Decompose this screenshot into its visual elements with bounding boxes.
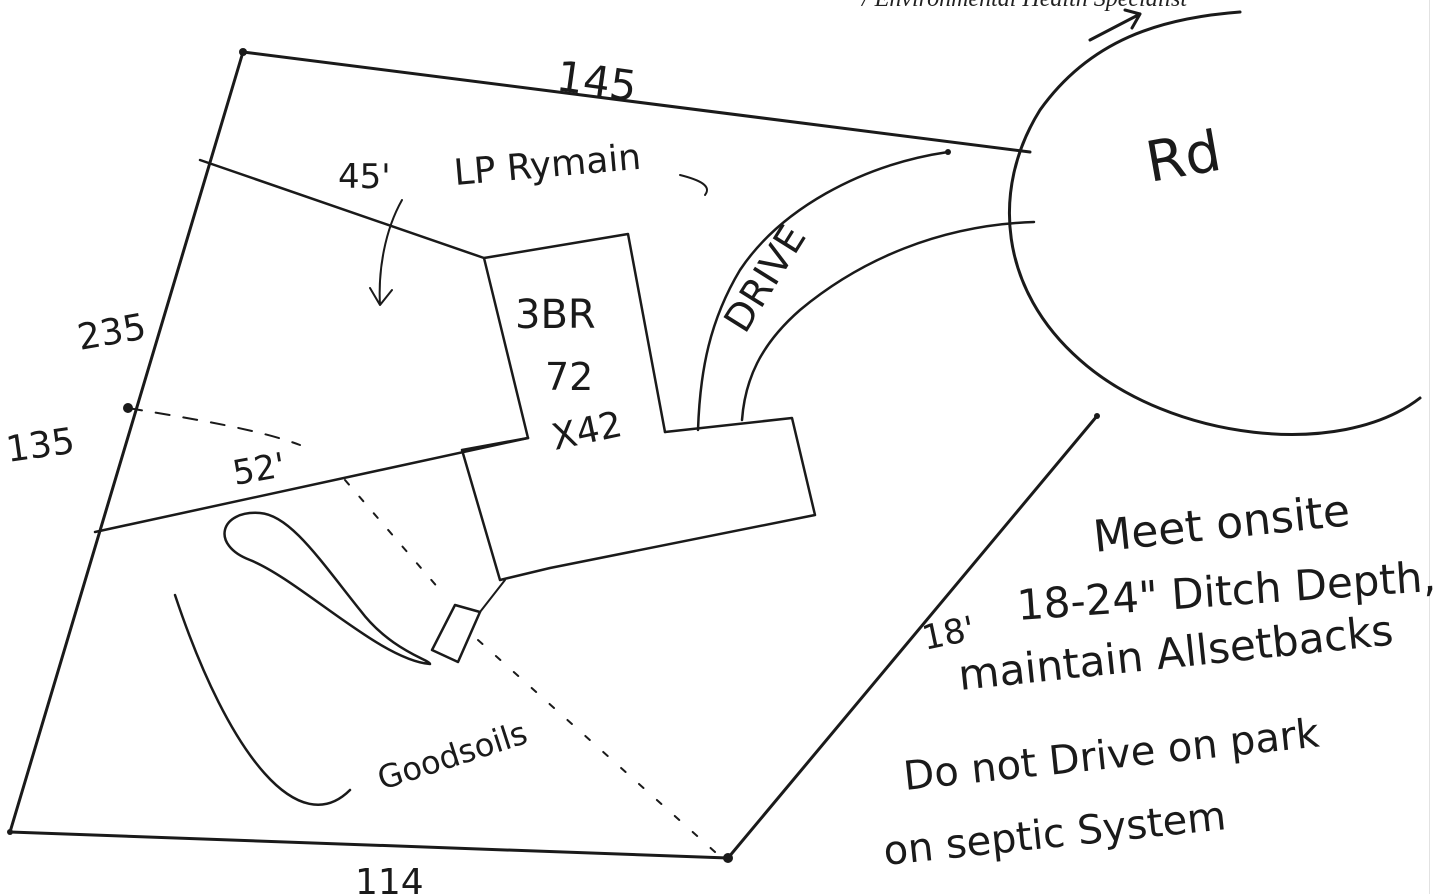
dim-bottom-label: 114: [355, 862, 424, 894]
measure-dot: [123, 403, 133, 413]
house-dim2-label: X42: [548, 404, 625, 459]
corner-dot-top: [239, 48, 247, 56]
road-label: Rd: [1141, 119, 1226, 196]
field-reserve-line: [173, 593, 352, 806]
dim-diag-label: 52': [230, 445, 289, 494]
driveway-upper-edge: [696, 150, 950, 432]
header-text: / Environmental Health Specialist: [862, 0, 1187, 13]
house-dim1-label: 72: [545, 355, 593, 399]
absorption-field: [223, 511, 432, 666]
good-soils-label: Goodsoils: [373, 714, 532, 798]
scan-edge: [1429, 0, 1430, 894]
note-line-5: on septic System: [881, 793, 1228, 875]
dashed-field-line-1: [344, 479, 441, 591]
house-wing: [460, 416, 817, 582]
property-boundary: [8, 50, 1099, 860]
house-bedrooms-label: 3BR: [515, 292, 596, 338]
septic-pipe: [479, 579, 506, 613]
dim-left-upper-label: 235: [74, 307, 149, 359]
soil-boundary-lower: [93, 436, 530, 534]
septic-tank: [430, 603, 482, 664]
dashed-measure-line: [127, 407, 301, 446]
soils-note-label: 45': [338, 157, 391, 197]
road-circle: [1007, 10, 1422, 436]
drive-label: DRIVE: [715, 217, 814, 339]
driveway-lower-edge: [740, 220, 1036, 422]
road-arrow: [1088, 8, 1142, 42]
soils-label: LP Rymain: [452, 137, 642, 194]
dim-left-lower-label: 135: [4, 421, 78, 471]
note-line-1: Meet onsite: [1091, 485, 1353, 563]
dim-top-label: 145: [554, 51, 640, 111]
corner-dot-bottom-left: [7, 829, 13, 835]
house-outline: [482, 232, 667, 440]
note-line-4: Do not Drive on park: [901, 710, 1322, 799]
soils-arrow: [369, 199, 403, 306]
driveway-dot: [945, 149, 951, 155]
soils-label-hook: [679, 174, 708, 196]
soil-boundary-upper: [198, 158, 486, 260]
corner-dot-bottom-right: [723, 853, 733, 863]
corner-dot-right: [1094, 413, 1100, 419]
